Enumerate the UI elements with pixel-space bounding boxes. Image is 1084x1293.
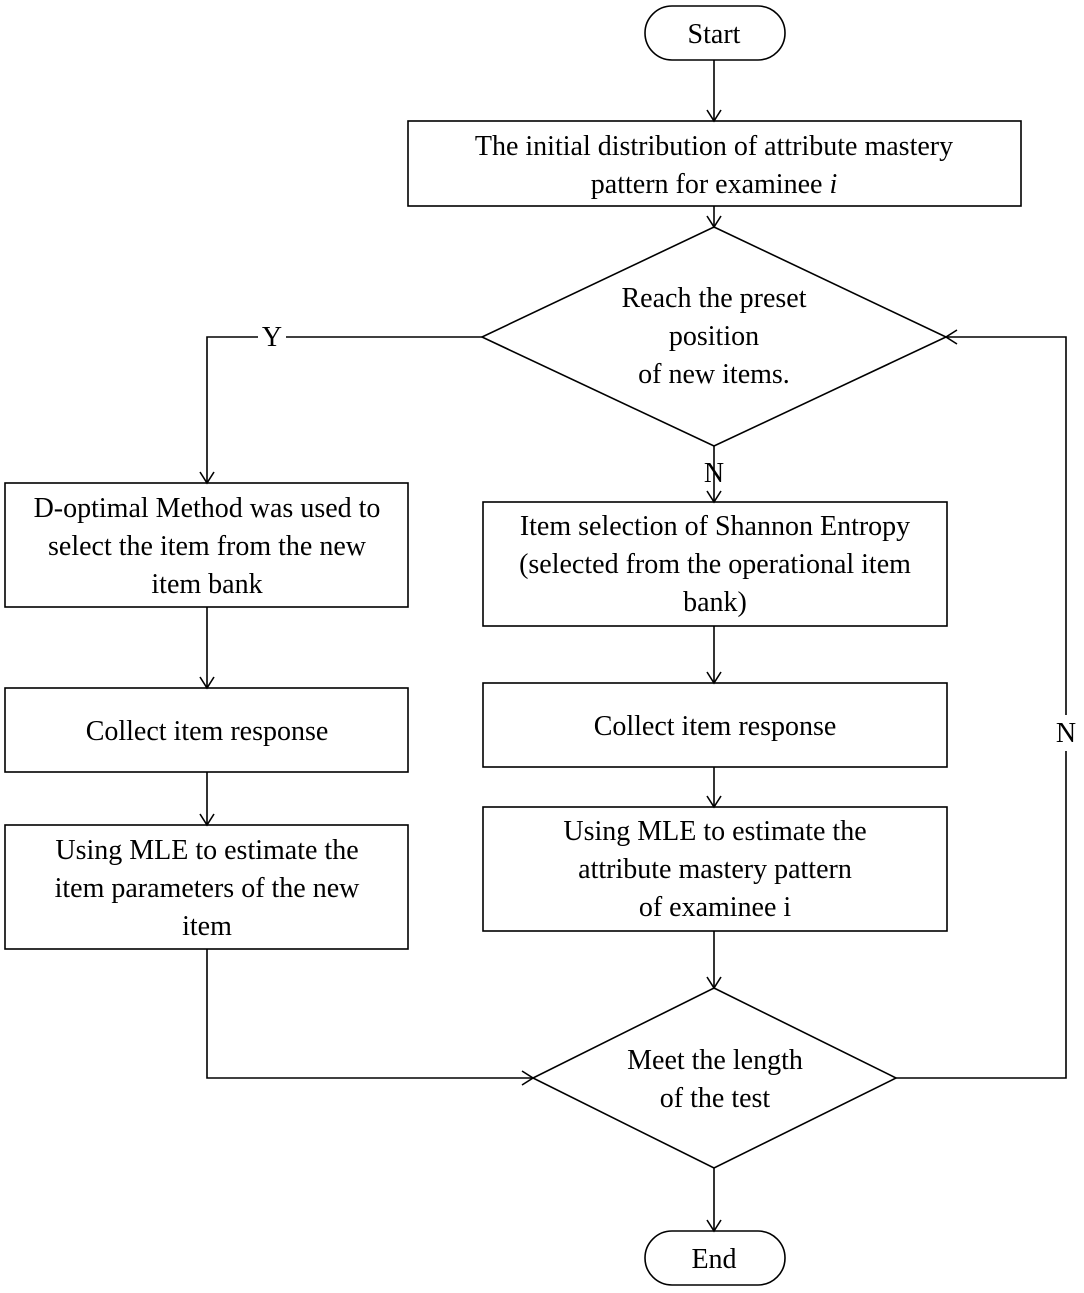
label-line: item bank: [151, 569, 262, 600]
label-line: bank): [683, 587, 747, 618]
mle-mastery-pattern-box: [482, 806, 948, 932]
label-line: Item selection of Shannon Entropy: [520, 511, 910, 542]
shannon-entropy-label: Item selection of Shannon Entropy (select…: [519, 511, 911, 618]
label-line: Collect item response: [594, 711, 837, 742]
connectors: [199, 60, 1067, 1233]
label-line: Using MLE to estimate the: [563, 816, 866, 847]
label-line: Start: [688, 19, 741, 50]
label-line: D-optimal Method was used to: [34, 493, 381, 524]
d-optimal-label: D-optimal Method was used to select the i…: [34, 493, 381, 600]
meet-test-length-label: Meet the length of the test: [627, 1045, 803, 1114]
reach-preset-position-label: Reach the preset position of new items.: [621, 283, 806, 390]
collect-response-right-box: [482, 682, 948, 768]
label-line: Using MLE to estimate the: [55, 835, 358, 866]
label-line: pattern for examinee i: [591, 169, 837, 200]
meet-test-length-decision: [531, 987, 898, 1169]
connector-mle-left-to-length: [206, 949, 533, 1079]
label-line: attribute mastery pattern: [578, 854, 852, 885]
collect-response-left-label: Collect item response: [86, 716, 329, 747]
collect-response-right-label: Collect item response: [594, 711, 837, 742]
connector-yes-branch: [206, 336, 482, 483]
label-line: select the item from the new: [48, 531, 367, 562]
label-line: of new items.: [638, 359, 790, 390]
label-line: Reach the preset: [621, 283, 806, 314]
mle-mastery-pattern-label: Using MLE to estimate the attribute maste…: [563, 816, 866, 923]
label-line: End: [691, 1244, 736, 1275]
shannon-entropy-box: [482, 501, 948, 627]
label-line: item: [182, 911, 232, 942]
initial-distribution-box: [407, 120, 1022, 207]
end-label: End: [691, 1244, 736, 1275]
label-line: position: [669, 321, 759, 352]
start-terminal: [644, 5, 786, 61]
label-line: (selected from the operational item: [519, 549, 911, 580]
initial-distribution-label: The initial distribution of attribute ma…: [475, 131, 953, 200]
end-terminal: [644, 1230, 786, 1286]
edge-label-no-length: N: [1056, 718, 1076, 749]
label-line: Meet the length: [627, 1045, 803, 1076]
mle-item-parameters-label: Using MLE to estimate the item parameters…: [55, 835, 361, 942]
edge-label-yes: Y: [262, 322, 282, 353]
label-line: Collect item response: [86, 716, 329, 747]
connector-loop-back: [896, 336, 1067, 1079]
start-label: Start: [688, 19, 741, 50]
edge-label-no-new: N: [704, 458, 724, 489]
label-line: of the test: [660, 1083, 771, 1114]
label-line: The initial distribution of attribute ma…: [475, 131, 953, 162]
label-line: of examinee i: [639, 892, 792, 923]
label-line: item parameters of the new: [55, 873, 361, 904]
